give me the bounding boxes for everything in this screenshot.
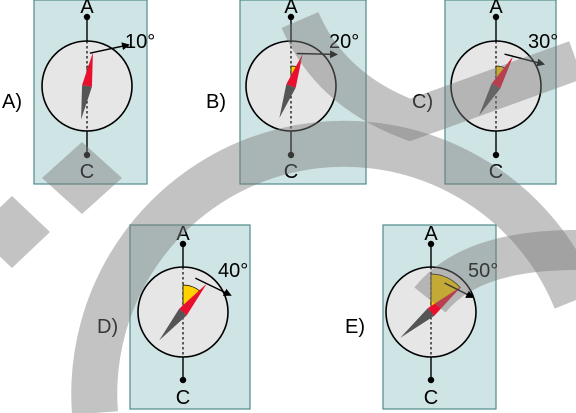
watermark <box>0 11 576 413</box>
top-point-label: A <box>80 0 94 18</box>
angle-arrow <box>504 53 546 67</box>
compass-needle <box>279 54 303 118</box>
needle-south-half <box>279 84 296 118</box>
top-point-label: A <box>489 0 503 18</box>
angle-value-label: 10° <box>125 31 155 53</box>
needle-south-half <box>159 308 187 341</box>
angle-value-label: 20° <box>329 31 359 53</box>
option-label: B) <box>206 91 226 113</box>
needle-north-half <box>427 286 462 316</box>
option-label: A) <box>2 91 22 113</box>
panel-e: A C 50° E) <box>345 223 498 410</box>
option-label: C) <box>412 91 433 113</box>
axis-top-dot <box>427 240 435 248</box>
axis-bottom-dot <box>492 151 500 159</box>
needle-north-half <box>286 54 303 88</box>
bottom-point-label: C <box>284 161 298 183</box>
needle-south-half <box>400 308 435 338</box>
needle-north-half <box>179 283 207 316</box>
top-point-label: A <box>424 223 438 245</box>
top-point-label: A <box>176 223 190 245</box>
axis-top-dot <box>492 13 500 21</box>
top-point-label: A <box>284 0 298 18</box>
bottom-point-label: C <box>489 161 503 183</box>
angle-arrow <box>195 277 232 296</box>
angle-value-label: 30° <box>528 31 558 53</box>
angle-value-label: 40° <box>218 260 248 282</box>
panel-c: A C 30° C) <box>412 0 558 185</box>
angle-arrow <box>444 282 475 298</box>
angle-arrow <box>89 42 130 54</box>
bottom-point-label: C <box>176 387 190 409</box>
needle-north-half <box>491 56 513 89</box>
needle-south-half <box>479 83 501 116</box>
axis-bottom-dot <box>83 151 91 159</box>
panel-b: A C 20° B) <box>206 0 367 185</box>
compass-needle <box>159 283 207 341</box>
watermark-arc-large <box>71 120 576 413</box>
option-label: D) <box>97 316 118 338</box>
bottom-point-label: C <box>424 387 438 409</box>
compass-needle <box>400 286 462 338</box>
bottom-point-label: C <box>80 161 94 183</box>
needle-north-half <box>82 52 93 87</box>
axis-bottom-dot <box>287 151 295 159</box>
watermark-arc-lower-right <box>414 230 576 314</box>
option-label: E) <box>345 316 365 338</box>
axis-bottom-dot <box>179 376 187 384</box>
axis-top-dot <box>83 13 91 21</box>
axis-top-dot <box>287 13 295 21</box>
watermark-diamond-1 <box>42 142 122 214</box>
axis-top-dot <box>179 240 187 248</box>
needle-south-half <box>81 85 92 120</box>
axis-bottom-dot <box>427 376 435 384</box>
compass-needle <box>479 56 513 116</box>
compass-needle <box>81 52 93 120</box>
watermark-arc-upper <box>281 11 576 142</box>
watermark-diamond-2 <box>0 196 50 268</box>
angle-arrow <box>296 50 339 59</box>
panel-a: A C 10° A) <box>2 0 155 185</box>
angle-value-label: 50° <box>468 260 498 282</box>
panel-d: A C 40° D) <box>97 223 251 410</box>
